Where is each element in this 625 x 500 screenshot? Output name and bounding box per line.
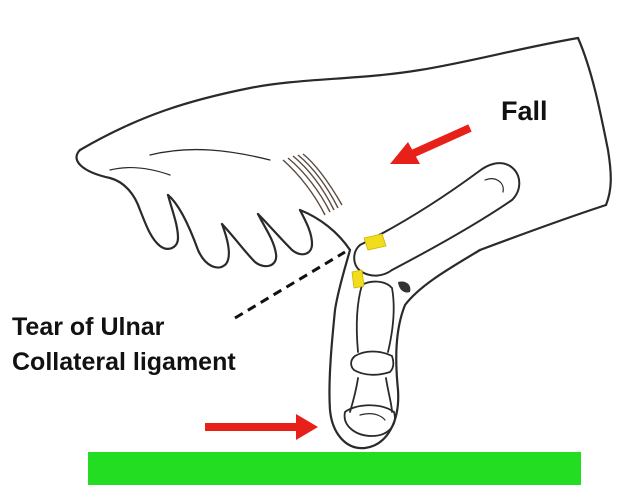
ground-bar xyxy=(88,452,581,485)
ligament-fragment-lower xyxy=(351,269,365,289)
impact-arrow xyxy=(205,414,318,440)
injury-label-line-1: Tear of Ulnar xyxy=(12,313,165,341)
hand-outline xyxy=(75,36,612,269)
thumb-outline xyxy=(328,248,482,450)
fall-label: Fall xyxy=(501,96,548,126)
finger-shading xyxy=(282,153,343,216)
ligament-fragment-upper xyxy=(363,233,387,251)
thumb-phalanges xyxy=(343,280,396,437)
thumb-metacarpal xyxy=(353,162,521,277)
ligament-fragments xyxy=(351,233,387,289)
injury-label-line-2: Collateral ligament xyxy=(12,348,236,376)
joint-shading xyxy=(398,281,411,293)
leader-line xyxy=(234,250,346,320)
fall-arrow xyxy=(390,124,472,164)
